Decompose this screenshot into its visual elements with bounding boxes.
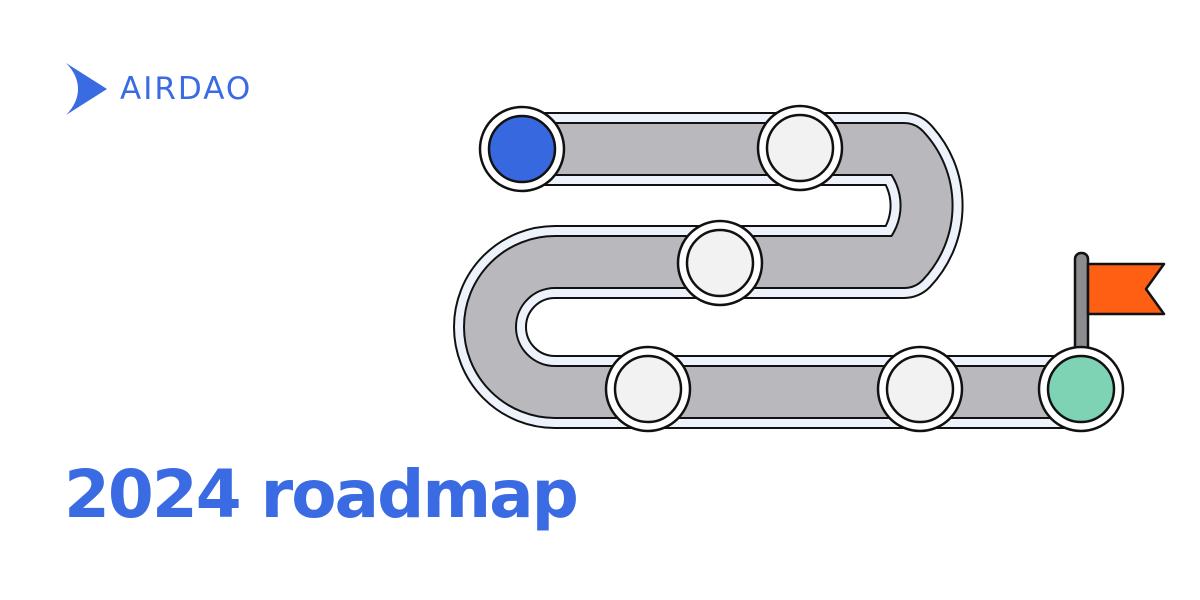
flag-icon (1073, 251, 1166, 363)
milestone-point (604, 345, 692, 433)
brand-logo[interactable]: AIRDAO (64, 62, 252, 116)
milestone-point (876, 345, 964, 433)
milestone-point (676, 219, 764, 307)
road-surface (465, 124, 1080, 417)
arrow-chevron-logo-icon (66, 63, 107, 115)
milestone-end (1037, 345, 1125, 433)
brand-name: AIRDAO (120, 70, 253, 107)
page-title: 2024 roadmap (64, 456, 579, 533)
milestone-start (478, 105, 566, 193)
milestone-point (756, 104, 844, 192)
